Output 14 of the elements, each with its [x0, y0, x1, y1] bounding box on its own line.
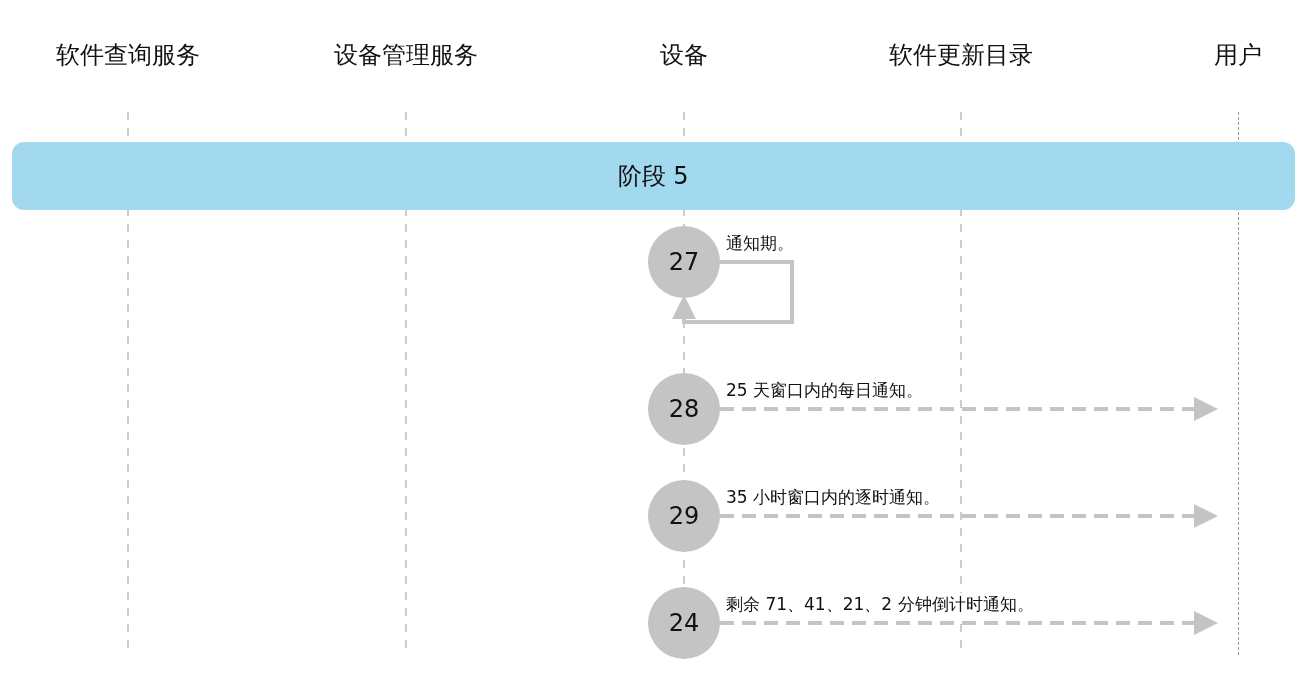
arrow [672, 260, 794, 324]
step-circle: 28 [648, 373, 720, 445]
arrow [720, 611, 1218, 635]
step-circle: 29 [648, 480, 720, 552]
lifeline-heading: 设备管理服务 [334, 35, 478, 75]
lifeline-heading: 软件更新目录 [889, 35, 1033, 75]
lifeline-heading: 用户 [1214, 40, 1262, 71]
phase-band: 阶段 5 [11, 142, 1295, 210]
lifeline-heading: 软件查询服务 [56, 35, 200, 75]
arrow [720, 397, 1218, 421]
step-circle: 27 [648, 226, 720, 298]
step-circle: 24 [648, 587, 720, 659]
arrow [720, 504, 1218, 528]
lifeline-heading: 设备 [660, 35, 708, 75]
